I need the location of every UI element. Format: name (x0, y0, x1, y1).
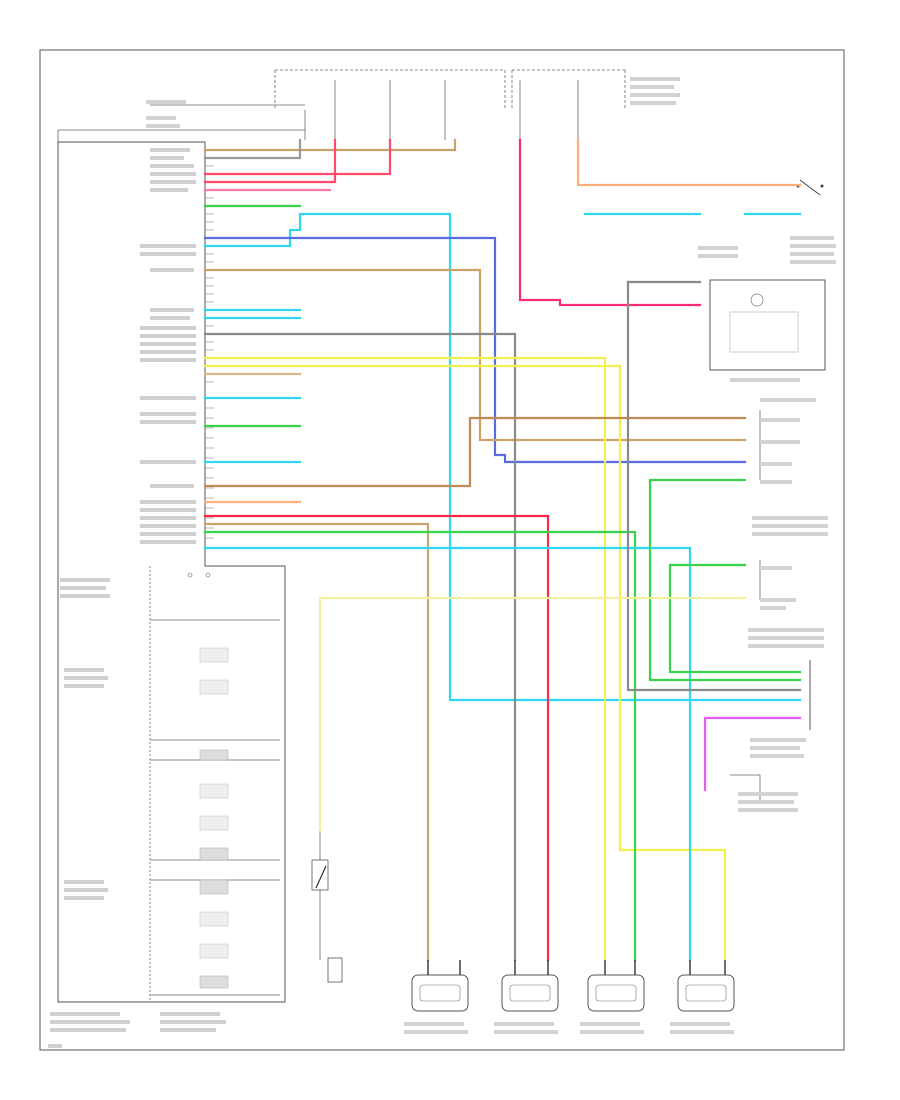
wire-red-lf (203, 514, 550, 962)
wire-green-bcm-2 (668, 563, 802, 674)
wire-orange-stoplamp (576, 138, 802, 187)
wire-light-blue-brake (203, 212, 802, 702)
wire-magenta-dlc (703, 716, 802, 792)
wire-gray-bcm (626, 280, 802, 692)
wire-gray-top (203, 138, 302, 160)
ebcm-pin-label-marks (48, 148, 226, 1048)
fuse-block (57, 69, 626, 142)
ebcm-outline (57, 141, 286, 1003)
wire-blue-steering (203, 236, 747, 464)
wire-yellow-rr (203, 356, 607, 962)
wire-yellow-lr (203, 364, 727, 962)
valve-block (149, 566, 280, 1000)
wire-green-rr (203, 530, 637, 962)
cluster-inner (729, 311, 799, 353)
data-link-connector-outline (730, 774, 761, 800)
instrument-cluster (709, 279, 826, 371)
sensor-pin-stubs (427, 960, 726, 975)
wheel-speed-sensor-lf (501, 974, 559, 1012)
wire-tan-ignition (203, 138, 457, 152)
traction-control-switch-icon (311, 830, 343, 983)
stop-lamp-switch-icon (796, 179, 824, 196)
wheel-speed-sensor-rr (587, 974, 645, 1012)
wire-brown-pcm (203, 416, 747, 488)
wire-yellow-traction (318, 596, 747, 832)
right-label-marks (146, 77, 836, 1034)
wheel-speed-sensor-rf (411, 974, 469, 1012)
wire-red-2 (203, 138, 337, 184)
ebcm-pin-ticks (205, 149, 214, 549)
wire-pink-cluster (518, 138, 702, 307)
wire-light-blue-lr (203, 546, 692, 962)
wire-green-bcm-1 (648, 478, 802, 682)
wire-gray-steer (203, 332, 517, 962)
wire-red-1 (203, 138, 392, 176)
wheel-speed-sensor-lr (677, 974, 735, 1012)
wire-set (203, 138, 802, 962)
abs-warning-lamp-icon (750, 293, 764, 307)
wire-tan-rf (203, 522, 430, 962)
diagram-border (39, 49, 845, 1051)
wire-tan-belt (203, 268, 747, 442)
